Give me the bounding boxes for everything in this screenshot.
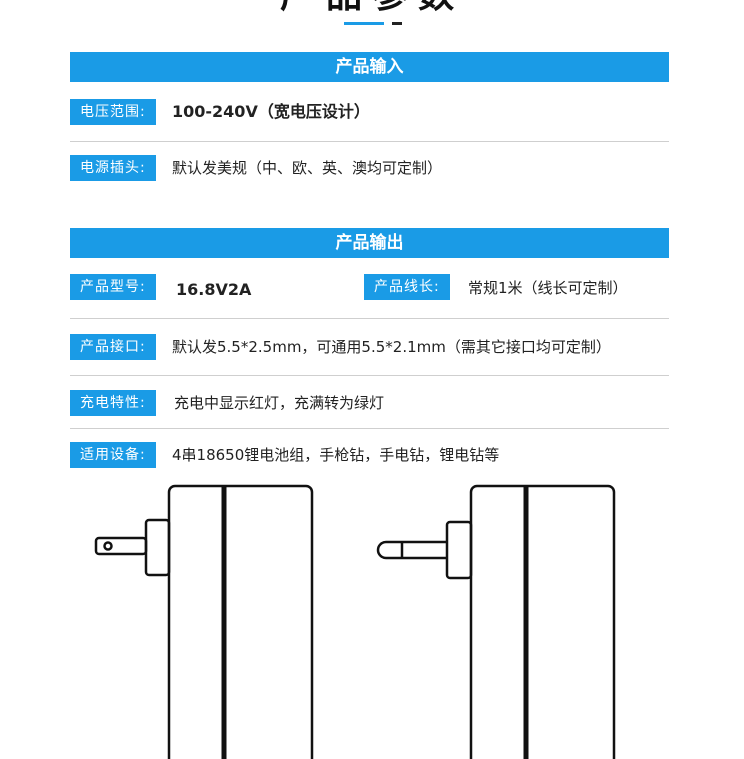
divider: [70, 318, 669, 319]
flat-pin-plug-adapter-drawing: [94, 484, 314, 759]
adapter-drawings: [94, 484, 616, 759]
cable-length-label: 产品线长:: [364, 274, 450, 300]
title-underline-accent: [344, 22, 384, 25]
section-header-input: 产品输入: [70, 52, 669, 82]
adapter-body-right: [469, 484, 616, 759]
power-plug-value: 默认发美规（中、欧、英、澳均可定制）: [172, 159, 443, 177]
applicable-devices-label: 适用设备:: [70, 442, 156, 468]
charge-feature-value: 充电中显示红灯，充满转为绿灯: [174, 394, 385, 412]
plug-base-left: [144, 518, 171, 577]
voltage-range-value: 100-240V（宽电压设计）: [172, 102, 370, 121]
power-plug-label: 电源插头:: [70, 155, 156, 181]
title-underline-dot: [392, 22, 402, 25]
flat-pin: [94, 536, 148, 556]
voltage-range-label: 电压范围:: [70, 99, 156, 125]
round-pin-plug-adapter-drawing: [376, 484, 616, 759]
adapter-body-left: [167, 484, 314, 759]
port-value: 默认发5.5*2.5mm，可通用5.5*2.1mm（需其它接口均可定制）: [172, 338, 611, 356]
port-label: 产品接口:: [70, 334, 156, 360]
divider: [70, 375, 669, 376]
plug-base-right: [445, 520, 473, 580]
cable-length-value: 常规1米（线长可定制）: [468, 279, 628, 297]
model-label: 产品型号:: [70, 274, 156, 300]
applicable-devices-value: 4串18650锂电池组，手枪钻，手电钻，锂电钻等: [172, 446, 500, 464]
charge-feature-label: 充电特性:: [70, 390, 156, 416]
pin-hole-icon: [103, 541, 113, 551]
round-pin: [376, 540, 447, 560]
model-value: 16.8V2A: [176, 280, 252, 299]
section-header-output: 产品输出: [70, 228, 669, 258]
page-title: 产品参数: [0, 0, 744, 16]
divider: [70, 141, 669, 142]
divider: [70, 428, 669, 429]
